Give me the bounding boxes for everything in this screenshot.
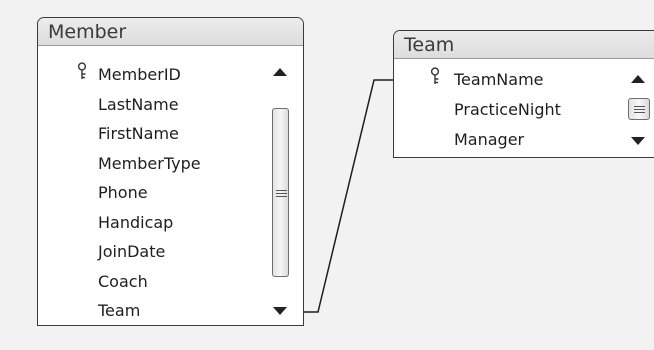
field-row[interactable]: Phone [38, 178, 268, 208]
field-row[interactable]: Manager [394, 125, 624, 155]
field-name: Team [98, 301, 141, 320]
member-scrollbar[interactable] [269, 62, 291, 324]
field-row[interactable]: Coach [38, 267, 268, 297]
field-row[interactable]: Team [38, 296, 268, 326]
field-row[interactable]: TeamName [394, 65, 624, 95]
scroll-thumb[interactable] [628, 98, 650, 120]
chevron-up-icon[interactable] [631, 75, 645, 83]
field-row[interactable]: JoinDate [38, 237, 268, 267]
team-table-title[interactable]: Team [394, 31, 654, 59]
chevron-down-icon[interactable] [273, 307, 287, 315]
field-name: FirstName [98, 124, 179, 143]
chevron-up-icon[interactable] [273, 68, 287, 76]
field-name: Manager [454, 130, 525, 149]
member-field-list: MemberID LastName FirstName MemberType P… [38, 60, 268, 326]
field-name: MemberID [98, 65, 181, 84]
field-row[interactable]: PracticeNight [394, 95, 624, 125]
field-name: Coach [98, 271, 148, 291]
field-name: MemberType [98, 153, 201, 173]
field-row[interactable]: FirstName [38, 119, 268, 149]
field-row[interactable]: MemberType [38, 149, 268, 179]
grip-icon [634, 106, 645, 113]
member-table-window[interactable]: Member MemberID LastName FirstName Membe… [37, 17, 304, 326]
field-row[interactable]: LastName [38, 90, 268, 120]
grip-icon [275, 189, 287, 197]
field-name: TeamName [454, 70, 544, 89]
team-scrollbar[interactable] [626, 63, 654, 155]
field-name: JoinDate [98, 242, 166, 261]
team-table-window[interactable]: Team TeamName PracticeNight Manager [393, 30, 654, 158]
team-field-list: TeamName PracticeNight Manager [394, 65, 624, 155]
chevron-down-icon[interactable] [631, 137, 645, 145]
field-name: Handicap [98, 212, 174, 232]
field-row[interactable]: MemberID [38, 60, 268, 90]
primary-key-icon [77, 62, 87, 79]
scroll-thumb[interactable] [272, 108, 289, 277]
field-name: PracticeNight [454, 100, 561, 119]
member-table-title[interactable]: Member [38, 18, 303, 46]
field-row[interactable]: Handicap [38, 208, 268, 238]
primary-key-icon [430, 67, 440, 84]
field-name: Phone [98, 183, 148, 202]
field-name: LastName [98, 94, 179, 114]
